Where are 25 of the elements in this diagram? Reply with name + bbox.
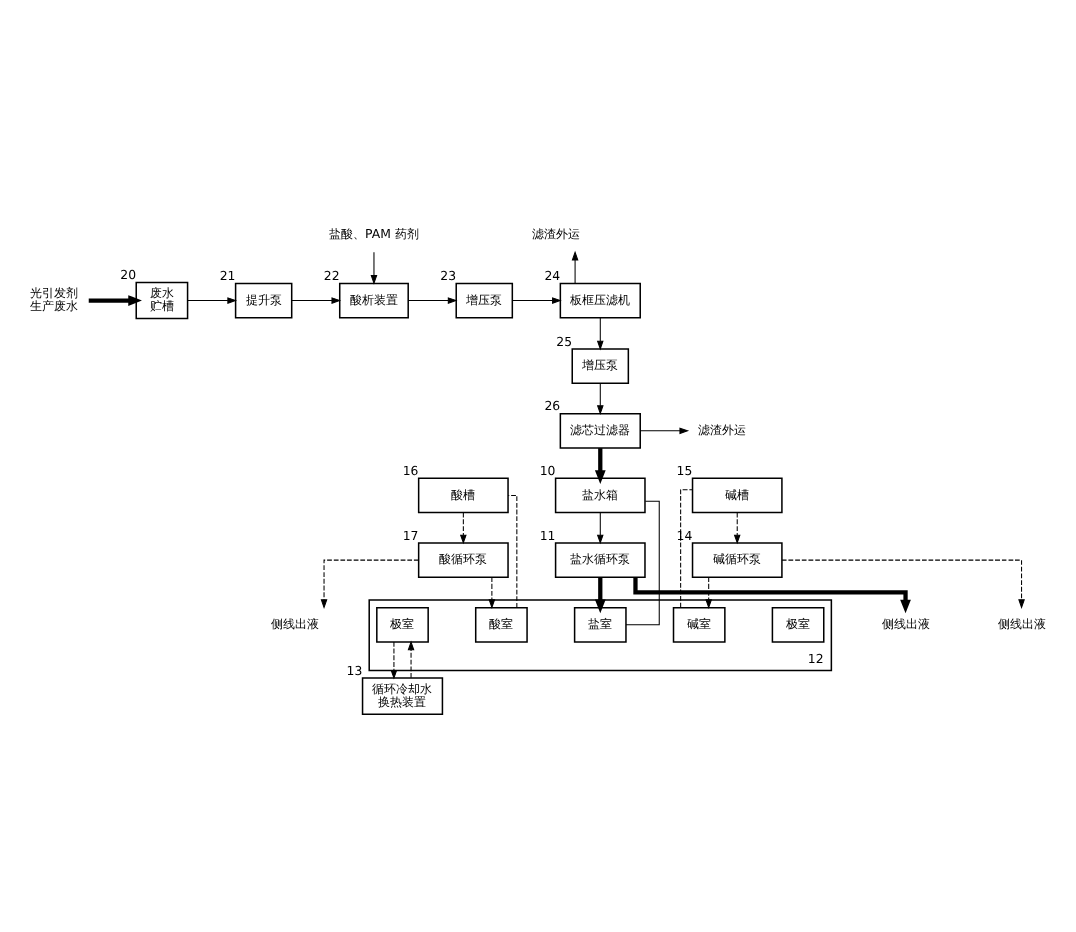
connector [680,489,693,608]
arrow [733,512,741,545]
arrow [633,577,911,614]
arrow [187,297,238,304]
arrow [639,427,690,435]
arrow [596,382,604,416]
arrow [459,512,467,545]
arrow [370,251,378,285]
connector [625,500,660,626]
arrow [596,317,604,351]
arrow [407,640,415,679]
arrow [594,448,606,484]
arrow [596,512,604,545]
arrow [781,559,1025,610]
arrow [407,297,458,304]
arrow [320,559,420,610]
connector [507,494,518,609]
arrow [511,297,562,304]
arrow [594,577,606,614]
arrow [88,295,142,306]
arrow [705,576,713,609]
arrow [488,576,496,609]
arrow [571,250,579,284]
arrow [291,297,342,304]
arrow [390,641,398,680]
